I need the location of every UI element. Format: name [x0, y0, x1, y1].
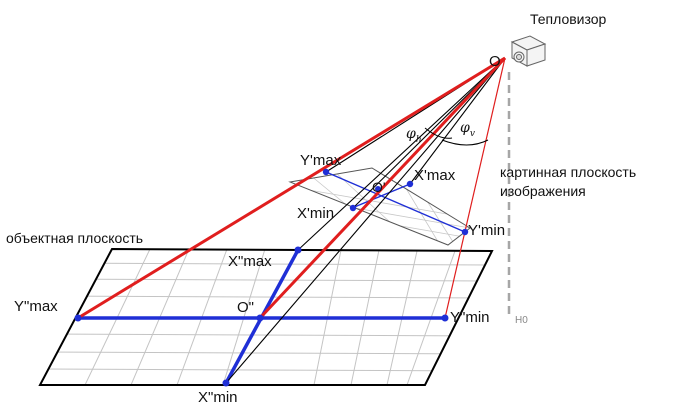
- label-o-double: O": [237, 299, 254, 316]
- phi-v-arc: [441, 139, 489, 146]
- thermal-camera-icon: [510, 35, 547, 67]
- image-plane-border: [288, 167, 471, 246]
- label-object-plane: объектная плоскость: [6, 230, 143, 246]
- label-x-prime-min: X'min: [297, 205, 334, 222]
- y-prime-axis: [325, 171, 466, 233]
- red-rays: [77, 56, 507, 320]
- camera-title: Тепловизор: [530, 11, 607, 27]
- label-h0: H0: [515, 315, 528, 326]
- label-x-dbl-max: X"max: [228, 253, 272, 270]
- label-x-dbl-min: X"min: [198, 389, 238, 406]
- points: [74, 168, 469, 387]
- point-x-dbl-min: [222, 379, 230, 387]
- label-o-prime: O': [372, 179, 386, 195]
- label-y-prime-max: Y'max: [300, 152, 342, 169]
- point-x-prime-min: [349, 204, 357, 212]
- point-y-prime-min: [461, 228, 469, 236]
- point-o-double: [256, 314, 264, 322]
- label-y-dbl-min: Y"min: [450, 309, 490, 326]
- point-y-dbl-min: [441, 314, 449, 322]
- point-y-prime-max: [322, 168, 330, 176]
- x-prime-axis: [351, 183, 411, 209]
- point-y-dbl-max: [74, 314, 82, 322]
- label-origin: O: [489, 53, 501, 70]
- label-y-dbl-max: Y"max: [14, 298, 58, 315]
- label-image-plane-1: картинная плоскость: [500, 164, 636, 180]
- label-image-plane-2: изображения: [500, 183, 586, 199]
- red-ray-ymin: [444, 57, 506, 319]
- label-y-prime-min: Y'min: [468, 222, 505, 239]
- point-o-prime: [375, 186, 381, 192]
- point-x-dbl-max: [294, 246, 302, 254]
- red-ray-ymax: [77, 56, 506, 320]
- phi-h-arc: [424, 127, 453, 139]
- label-phi-h: φh: [406, 126, 422, 145]
- object-plane-border: [38, 247, 494, 386]
- label-x-prime-max: X'max: [414, 167, 456, 184]
- point-x-prime-max: [406, 180, 414, 188]
- label-phi-v: φv: [460, 120, 475, 139]
- red-ray-center: [258, 56, 507, 320]
